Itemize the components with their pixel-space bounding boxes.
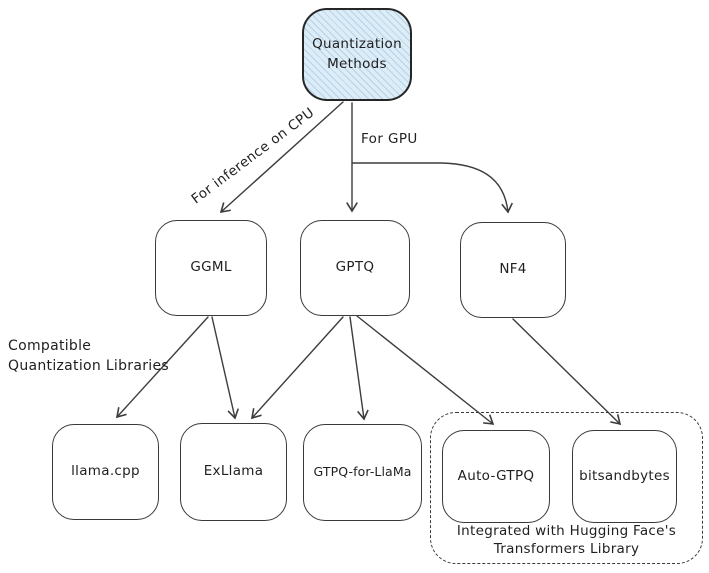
node-gtpq-for-llama: GTPQ-for-LlaMa — [303, 424, 422, 521]
huggingface-group-outline: Integrated with Hugging Face's Transform… — [430, 412, 703, 564]
edge-root-to-nf4 — [351, 162, 513, 214]
node-bitsandbytes: bitsandbytes — [572, 430, 677, 523]
node-exllama: ExLlama — [180, 423, 287, 521]
edge-root-to-ggml — [219, 101, 344, 213]
edge-gptq-to-gtpqforllama — [349, 316, 369, 421]
edge-ggml-to-llamacpp — [115, 316, 209, 419]
edge-gptq-to-autogtpq — [356, 315, 495, 425]
node-llama-cpp: llama.cpp — [52, 424, 159, 520]
group-caption: Integrated with Hugging Face's Transform… — [456, 522, 677, 557]
edge-ggml-to-exllama — [211, 316, 239, 420]
node-gptq: GPTQ — [300, 220, 410, 316]
edge-nf4-to-bitsandbytes — [512, 318, 622, 426]
edge-label-for-gpu: For GPU — [361, 131, 418, 147]
edge-gptq-to-exllama — [251, 316, 344, 420]
node-quantization-methods: Quantization Methods — [302, 8, 412, 101]
side-label-compatible-quantization-libraries: Compatible Quantization Libraries — [8, 338, 169, 375]
node-auto-gtpq: Auto-GTPQ — [442, 430, 550, 523]
node-nf4: NF4 — [460, 222, 566, 318]
node-ggml: GGML — [155, 220, 267, 316]
